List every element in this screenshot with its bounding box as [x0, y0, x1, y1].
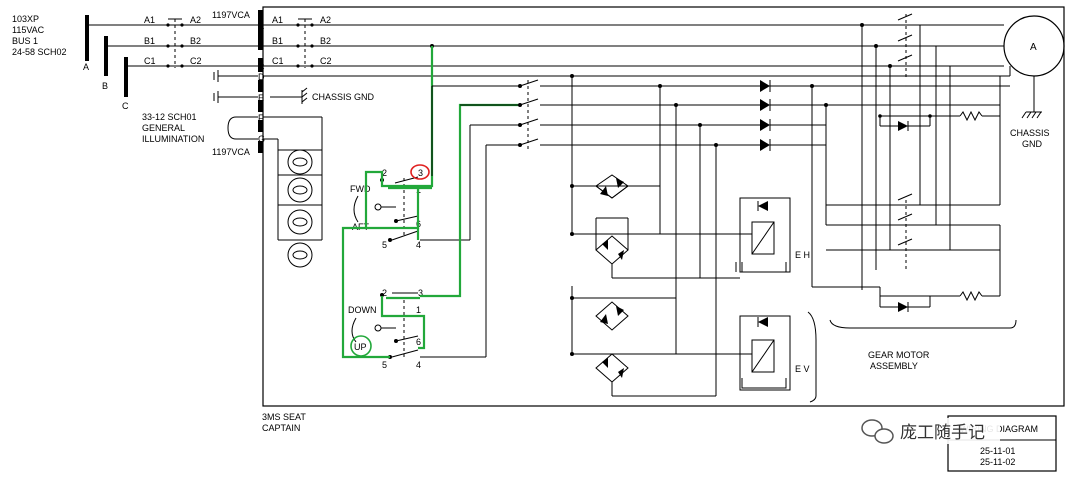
watermark: 庞工随手记: [850, 418, 1000, 444]
bus-bars: A B C: [83, 15, 129, 111]
pin3-highlight-circle: [410, 164, 430, 180]
terminal-e: E: [258, 93, 264, 103]
illumination-lamps: [263, 116, 323, 268]
switch1-pin3: 3: [418, 168, 423, 178]
source-line4: 24-58 SCH02: [12, 47, 67, 57]
motor-label: A: [1030, 42, 1037, 53]
bus-letter-b: B: [102, 81, 108, 91]
motor: A CHASSIS GND: [1003, 15, 1065, 149]
switch2-pin6: 6: [416, 337, 421, 347]
voltage-label-bottom: 1197VCA: [212, 147, 250, 157]
phase-b2-inner: B2: [320, 36, 331, 46]
direction-switch-bank: [431, 79, 1010, 176]
source-line3: BUS 1: [12, 36, 38, 46]
connector-column: A B C D E F G: [258, 10, 265, 153]
bridge-rectifier-upper: [571, 76, 701, 279]
bridge-rectifier-lower: [571, 105, 717, 397]
ev-label: E V: [795, 364, 810, 374]
switch1-pin5: 5: [382, 240, 387, 250]
voltage-label-top: 1197VCA: [212, 10, 250, 20]
eh-label: E H: [795, 250, 810, 260]
bus-letter-a: A: [83, 62, 89, 72]
wechat-icon: [861, 419, 894, 444]
motor-gnd-line2: GND: [1022, 139, 1043, 149]
illumination-line3: ILLUMINATION: [142, 134, 204, 144]
seat-line1: 3MS SEAT: [262, 412, 306, 422]
title-block-date1: 25-11-01: [980, 446, 1015, 456]
phase-a1-left: A1: [144, 15, 155, 25]
terminal-d: D: [258, 72, 265, 82]
source-label: 103XP 115VAC BUS 1 24-58 SCH02: [12, 14, 67, 57]
phase-c1-inner: C1: [272, 56, 284, 66]
seat-line2: CAPTAIN: [262, 423, 300, 433]
phase-b2-left: B2: [190, 36, 201, 46]
switch2-pin4: 4: [416, 360, 421, 370]
terminal-a: A: [258, 21, 264, 31]
phase-a2-left: A2: [190, 15, 201, 25]
motor-gnd-line1: CHASSIS: [1010, 128, 1050, 138]
gear-motor-line2: ASSEMBLY: [870, 361, 918, 371]
brake-ev: E V: [676, 311, 817, 403]
terminal-b: B: [258, 42, 264, 52]
seat-enclosure: [262, 6, 1065, 407]
illumination-line2: GENERAL: [142, 123, 185, 133]
phase-c1-left: C1: [144, 56, 156, 66]
bus-letter-c: C: [122, 101, 129, 111]
brake-eh: E H: [660, 197, 810, 279]
switch1-fwd-label: FWD: [350, 184, 371, 194]
phase-lines-inner: A1 A2 B1 B2 C1 C2: [263, 15, 1010, 77]
junction-dots: [570, 23, 892, 356]
switch2-pin5: 5: [382, 360, 387, 370]
switch2-pin3: 3: [418, 288, 423, 298]
switch1-pin2: 2: [382, 168, 387, 178]
switch2-pin1: 1: [416, 305, 421, 315]
phase-feed-lines: A1 A2 B1 B2 C1 C2 1197VCA 1197VCA: [89, 10, 258, 157]
phase-b1-left: B1: [144, 36, 155, 46]
illumination-section: 33-12 SCH01 GENERAL ILLUMINATION: [142, 112, 258, 144]
gear-motor-switches: GEAR MOTOR ASSEMBLY: [812, 13, 1017, 371]
switch-down-up: DOWN 2 3 1 6 5 4 UP: [348, 145, 487, 370]
switch2-up-label: UP: [354, 342, 367, 352]
source-line2: 115VAC: [12, 25, 45, 35]
diode-column: [760, 80, 827, 287]
phase-b1-inner: B1: [272, 36, 283, 46]
terminal-c: C: [258, 62, 265, 72]
terminal-g: G: [258, 134, 265, 144]
terminal-f: F: [258, 113, 264, 123]
gear-motor-line1: GEAR MOTOR: [868, 350, 930, 360]
chassis-gnd-left-label: CHASSIS GND: [312, 92, 375, 102]
illumination-line1: 33-12 SCH01: [142, 112, 197, 122]
watermark-text: 庞工随手记: [900, 423, 985, 442]
switch2-pin2: 2: [382, 288, 387, 298]
switch2-down-label: DOWN: [348, 305, 377, 315]
title-block-date2: 25-11-02: [980, 457, 1015, 467]
ground-symbols-left: CHASSIS GND: [213, 70, 375, 104]
source-line1: 103XP: [12, 14, 39, 24]
phase-c2-inner: C2: [320, 56, 332, 66]
phase-c2-left: C2: [190, 56, 202, 66]
phase-a2-inner: A2: [320, 15, 331, 25]
switch1-pin4: 4: [416, 240, 421, 250]
lamp-icon: [278, 149, 322, 268]
phase-a1-inner: A1: [272, 15, 283, 25]
